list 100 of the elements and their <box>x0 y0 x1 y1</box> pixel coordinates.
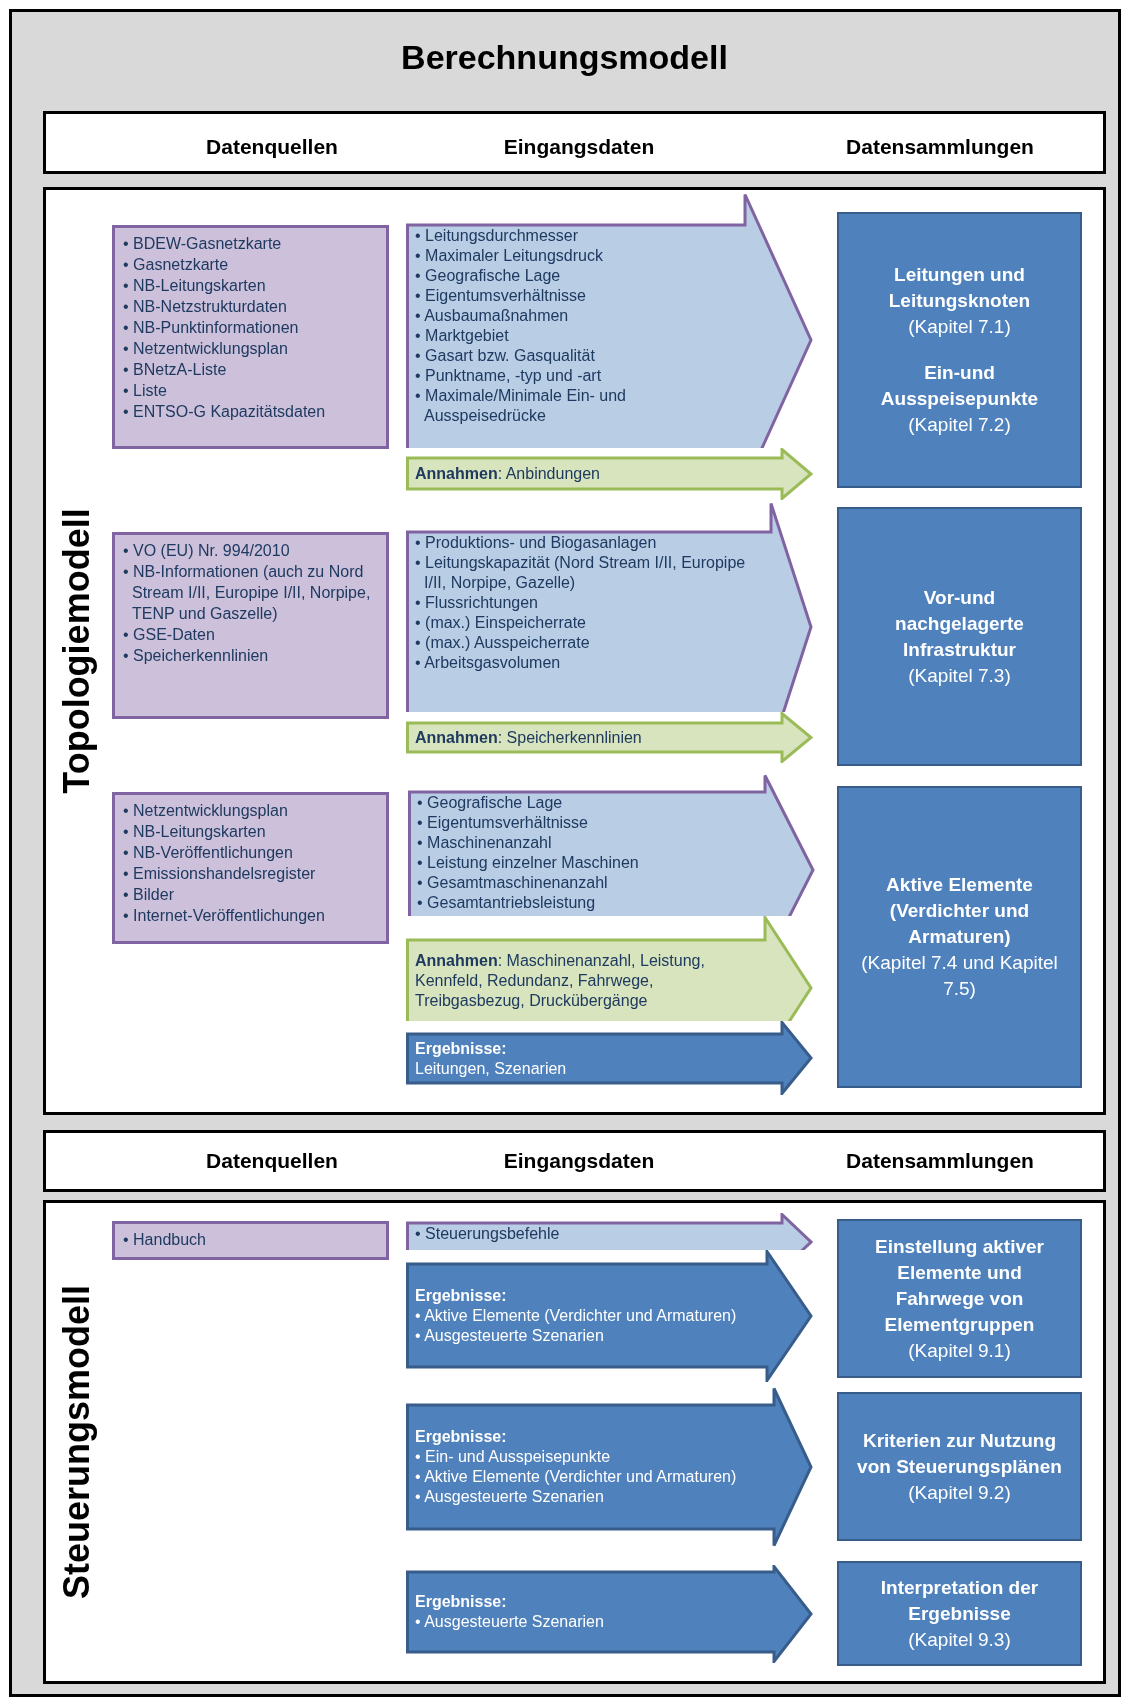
result-block <box>406 1387 813 1547</box>
list-item: • Ein- und Ausspeisepunkte <box>415 1447 612 1467</box>
chapter-reference: (Kapitel 7.1) <box>907 315 1012 339</box>
chapter-reference: (Kapitel 7.4 und Kapitel 7.5) <box>860 951 1059 1001</box>
list-item: • GSE-Daten <box>123 625 216 645</box>
model-panel <box>43 187 1106 1115</box>
assumption-text: Annahmen: Maschinenanzahl, Leistung, Kennfeld, Redundanz, Fahrwege, Treibgasbezug, Druckübergänge <box>415 950 706 1011</box>
result-block <box>406 1021 813 1095</box>
list-item: • Aktive Elemente (Verdichter und Armaturen) <box>415 1305 738 1326</box>
list-item: • NB-Punktinformationen <box>123 318 300 338</box>
panel-title: Topologiemodell <box>56 508 98 794</box>
list-item: • Eigentumsverhältnisse <box>415 286 587 306</box>
chapter-reference: (Kapitel 7.2) <box>907 413 1012 437</box>
chapter-reference: (Kapitel 7.3) <box>907 663 1012 688</box>
list-item: • Aktive Elemente (Verdichter und Armaturen) <box>415 1467 738 1487</box>
list-item: • Gesamtantriebsleistung <box>417 893 597 913</box>
input-block <box>406 1213 813 1250</box>
list-item: • Leitungsdurchmesser <box>415 226 579 246</box>
list-item: • Ausgesteuerte Szenarien <box>415 1612 605 1632</box>
list-item: • BNetzA-Liste <box>123 360 228 380</box>
list-item: • Internet-Veröffentlichungen <box>123 906 326 926</box>
list-item: • NB-Netzstrukturdaten <box>123 297 288 317</box>
list-item: • Gasart bzw. Gasqualität <box>415 346 596 366</box>
collection-box <box>837 786 1082 1088</box>
result-heading: Ergebnisse: <box>415 1285 508 1306</box>
result-heading: Ergebnisse: <box>415 1592 508 1612</box>
collection-box <box>837 212 1082 488</box>
list-item: • Liste <box>123 381 168 401</box>
source-box <box>112 225 389 449</box>
list-item: • Emissionshandelsregister <box>123 864 317 884</box>
list-item: • Produktions- und Biogasanlagen <box>415 533 658 553</box>
collection-box <box>837 1392 1082 1541</box>
list-item: • ENTSO-G Kapazitätsdaten <box>123 402 327 422</box>
list-item: • Gesamtmaschinenanzahl <box>417 873 609 893</box>
list-item: • Ausbaumaßnahmen <box>415 306 570 326</box>
diagram-title: Berechnungsmodell <box>401 37 728 77</box>
list-item: • Leitungskapazität (Nord Stream I/II, Europipe I/II, Norpipe, Gazelle) <box>415 553 747 593</box>
collection-title: Kriterien zur Nutzung von Steuerungsplänen <box>857 1428 1062 1479</box>
column-header: Datensammlungen <box>846 1149 1034 1173</box>
collection-box <box>837 507 1082 766</box>
source-box <box>112 792 389 944</box>
source-box <box>112 532 389 719</box>
panel-title: Steuerungsmodell <box>56 1284 98 1600</box>
result-heading: Ergebnisse: <box>415 1427 508 1447</box>
list-item: • (max.) Ausspeicherrate <box>415 633 591 653</box>
column-header: Datenquellen <box>206 1149 338 1173</box>
result-block <box>406 1250 813 1382</box>
result-heading: Ergebnisse: <box>415 1038 508 1059</box>
list-item: • Ausgesteuerte Szenarien <box>415 1487 605 1507</box>
assumption-text: Annahmen: Speicherkennlinien <box>415 727 643 748</box>
list-item: • Leistung einzelner Maschinen <box>417 853 640 873</box>
assumption-block <box>406 712 813 763</box>
input-block <box>406 193 813 448</box>
list-item: • Geografische Lage <box>417 793 564 813</box>
collection-title: Ein-und Ausspeisepunkte <box>879 361 1040 411</box>
column-header: Datensammlungen <box>846 135 1034 159</box>
model-panel <box>43 1200 1106 1684</box>
list-item: • Arbeitsgasvolumen <box>415 653 562 673</box>
list-item: • Maximaler Leitungsdruck <box>415 246 604 266</box>
list-item: • NB-Leitungskarten <box>123 276 267 296</box>
list-item: • Steuerungsbefehle <box>415 1224 561 1244</box>
list-item: • BDEW-Gasnetzkarte <box>123 234 283 254</box>
list-item: • Netzentwicklungsplan <box>123 339 289 359</box>
list-item: • Bilder <box>123 885 175 905</box>
assumption-block <box>406 448 813 500</box>
list-item: • Maschinenanzahl <box>417 833 553 853</box>
list-item: • Punktname, -typ und -art <box>415 366 603 386</box>
collection-title: Einstellung aktiver Elemente und Fahrwege von Elementgruppen <box>874 1234 1045 1337</box>
collection-box <box>837 1561 1082 1666</box>
list-item: • Ausgesteuerte Szenarien <box>415 1325 605 1346</box>
list-item: • Speicherkennlinien <box>123 646 270 666</box>
collection-title: Leitungen und Leitungsknoten <box>887 263 1032 313</box>
collection-title: Interpretation der Ergebnisse <box>879 1575 1040 1626</box>
collection-title: Aktive Elemente (Verdichter und Armaturen) <box>885 873 1034 949</box>
source-box <box>112 1221 389 1260</box>
chapter-reference: (Kapitel 9.3) <box>907 1627 1012 1652</box>
list-item: • NB-Leitungskarten <box>123 822 267 842</box>
list-item: • Netzentwicklungsplan <box>123 801 289 821</box>
column-header: Eingangsdaten <box>503 135 655 159</box>
column-header: Eingangsdaten <box>503 1149 655 1173</box>
list-item: • (max.) Einspeicherrate <box>415 613 587 633</box>
column-header: Datenquellen <box>206 135 338 159</box>
list-item: • Geografische Lage <box>415 266 562 286</box>
assumption-block <box>406 916 813 1021</box>
collection-title: Vor-und nachgelagerte Infrastruktur <box>894 585 1025 662</box>
list-item: • NB-Informationen (auch zu Nord Stream I/II, Europipe I/II, Norpipe, TENP und Gaszelle) <box>123 562 372 624</box>
list-item: • Gasnetzkarte <box>123 255 230 275</box>
result-block <box>406 1565 813 1663</box>
assumption-text: Annahmen: Anbindungen <box>415 463 601 484</box>
list-item: • Flussrichtungen <box>415 593 539 613</box>
list-item: • Marktgebiet <box>415 326 510 346</box>
list-item: • Handbuch <box>123 1230 207 1250</box>
collection-box <box>837 1219 1082 1378</box>
list-item: • Maximale/Minimale Ein- und Ausspeisedrücke <box>415 386 627 426</box>
list-item: • VO (EU) Nr. 994/2010 <box>123 541 291 561</box>
list-item: Leitungen, Szenarien <box>415 1058 568 1079</box>
list-item: • Eigentumsverhältnisse <box>417 813 589 833</box>
chapter-reference: (Kapitel 9.2) <box>907 1480 1012 1505</box>
input-block <box>408 774 815 916</box>
input-block <box>406 502 813 712</box>
